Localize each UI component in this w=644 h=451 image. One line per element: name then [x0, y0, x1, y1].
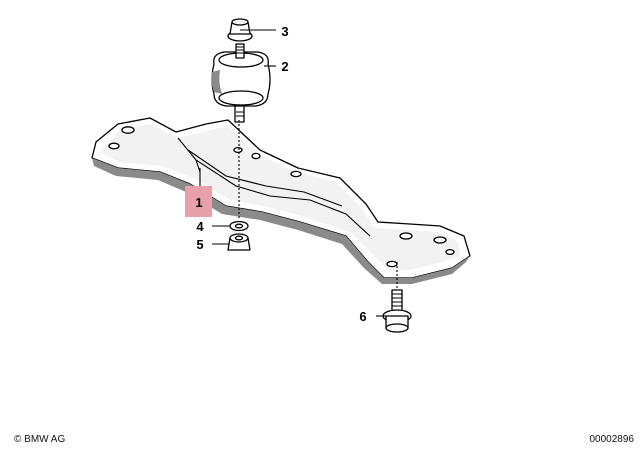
- document-number: 00002896: [589, 434, 635, 445]
- callout-1-highlight: [185, 186, 212, 217]
- callout-5[interactable]: 5: [196, 237, 203, 252]
- callout-3[interactable]: 3: [281, 24, 288, 39]
- flange-nut-part[interactable]: [227, 18, 253, 42]
- washer-part[interactable]: [229, 220, 249, 232]
- callout-2[interactable]: 2: [281, 59, 288, 74]
- callout-4[interactable]: 4: [196, 219, 204, 234]
- copyright-text: © BMW AG: [14, 434, 66, 445]
- leader-lines: [199, 29, 398, 317]
- rubber-mount-part[interactable]: [211, 43, 271, 123]
- callout-6[interactable]: 6: [359, 309, 366, 324]
- flange-bolt-part[interactable]: [382, 289, 412, 333]
- callout-1[interactable]: 1: [195, 195, 202, 210]
- crossmember-part[interactable]: [91, 117, 471, 284]
- nut-part[interactable]: [227, 233, 251, 251]
